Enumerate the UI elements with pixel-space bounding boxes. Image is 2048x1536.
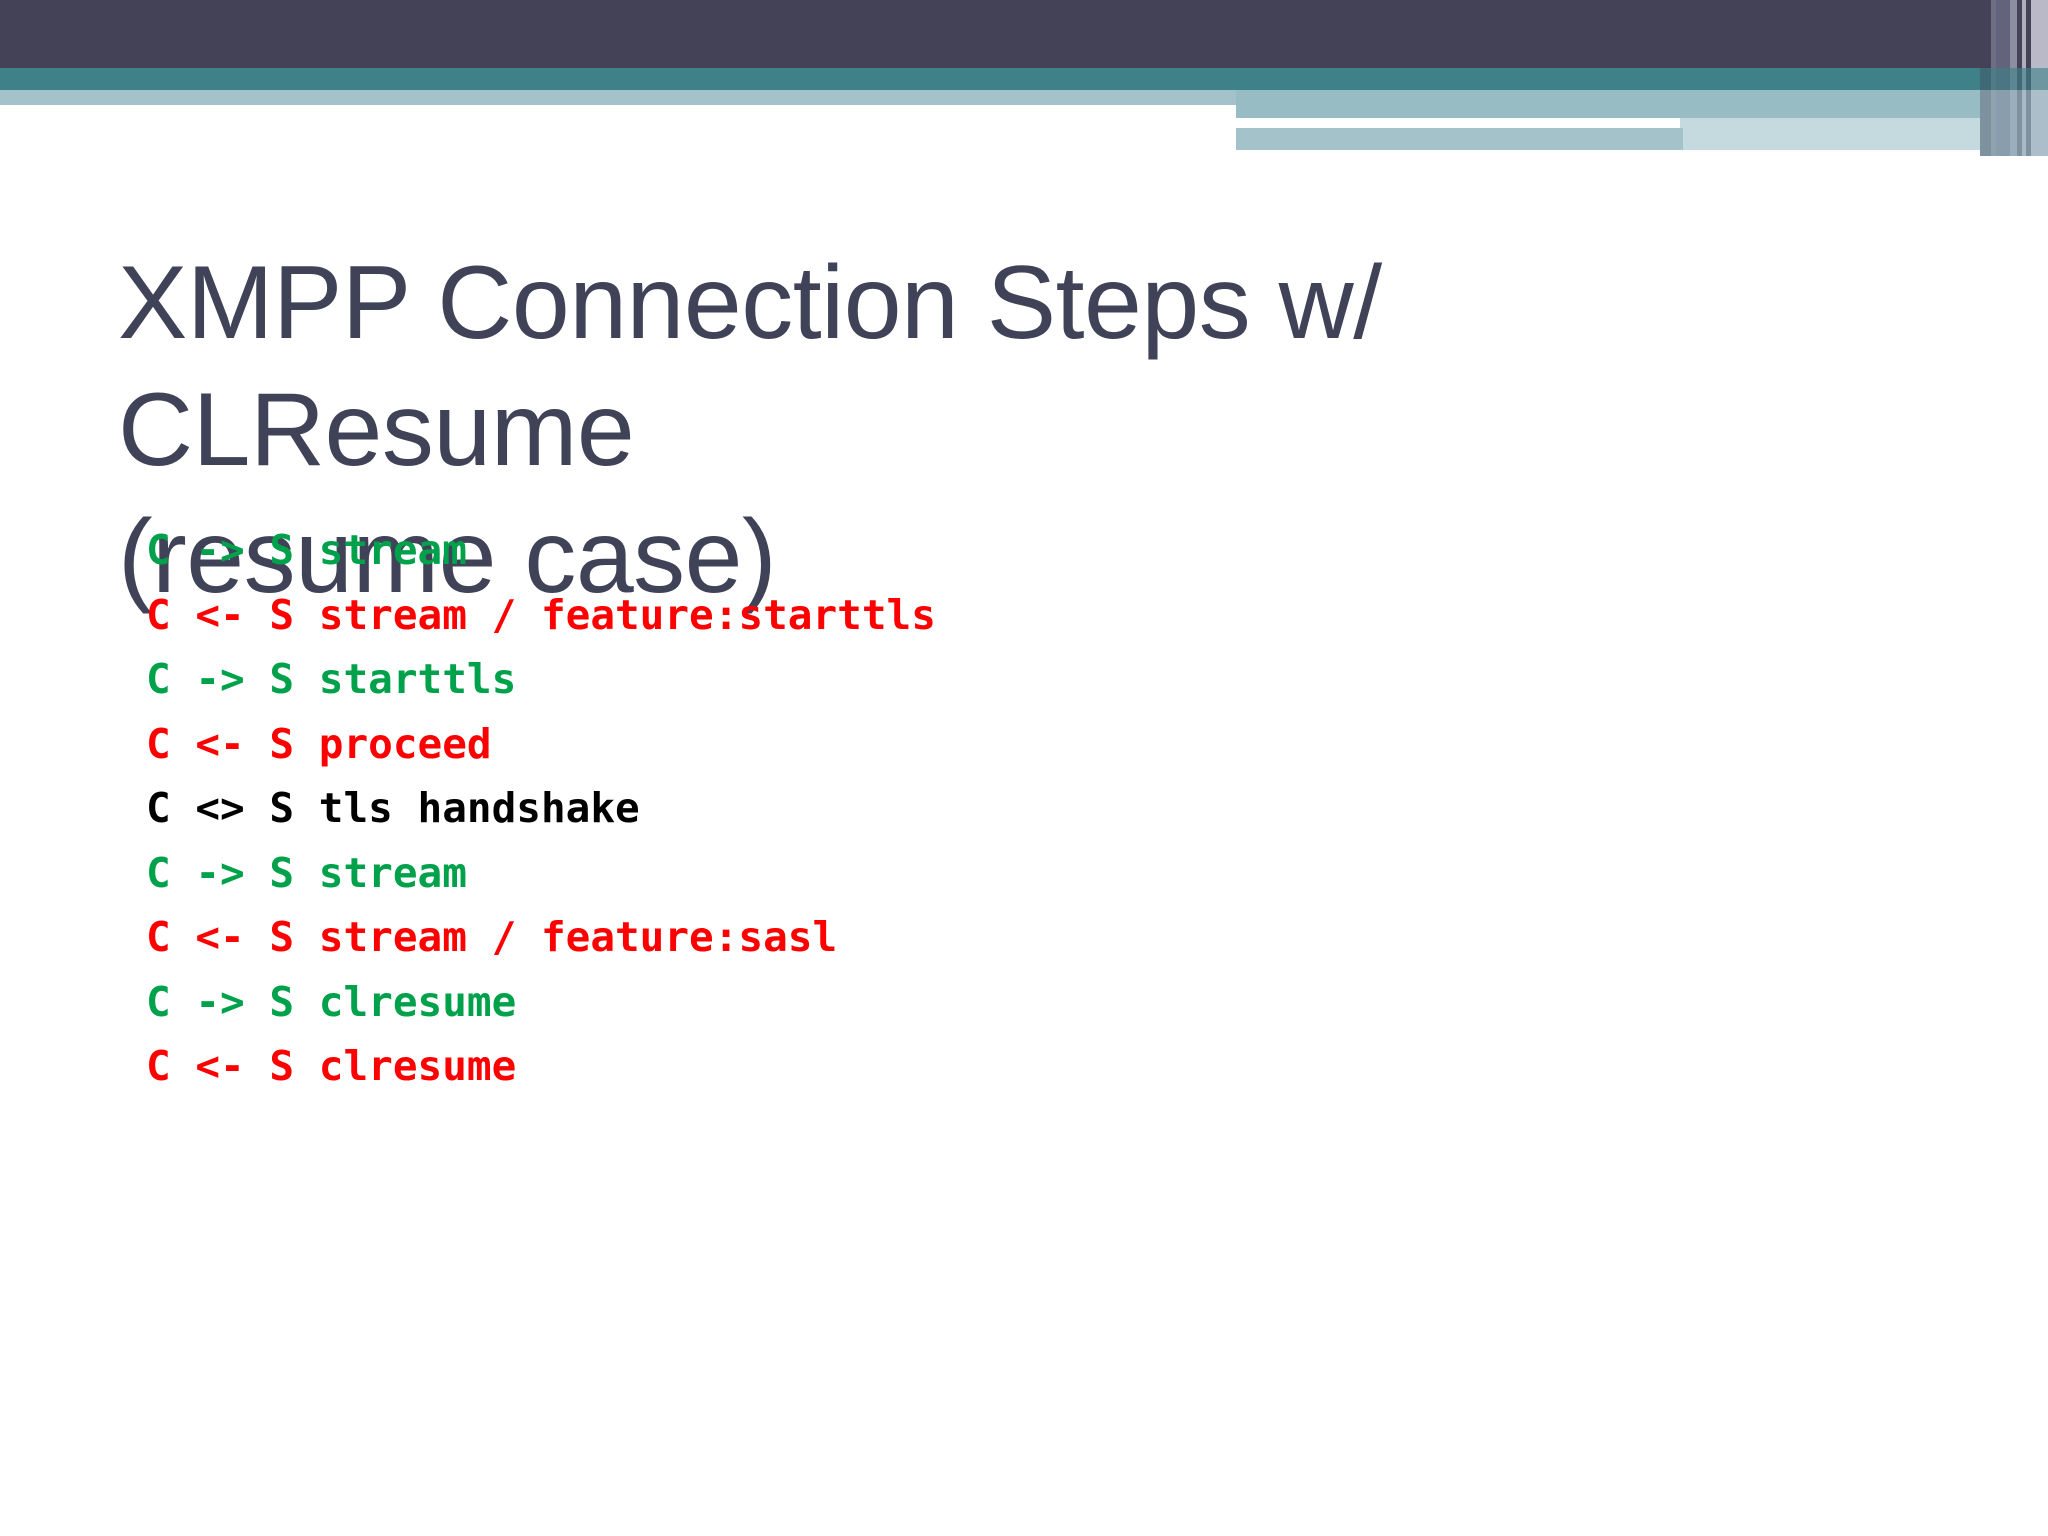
- protocol-exchange-list: C -> S stream C <- S stream / feature:sta…: [146, 518, 1846, 1099]
- banner-stair-bar-1: [1236, 90, 2048, 118]
- protocol-exchange-line: C <- S clresume: [146, 1042, 517, 1090]
- protocol-exchange-line: C <- S stream / feature:starttls: [146, 590, 936, 639]
- banner-edge-stripe-band-overlay: [1980, 90, 2048, 156]
- banner-edge-stripe-band-overlay: [1980, 68, 2048, 90]
- banner-stair-bar-2: [1680, 118, 2048, 128]
- protocol-exchange-line: C -> S clresume: [146, 977, 517, 1026]
- protocol-exchange-line: C -> S starttls: [146, 655, 517, 703]
- protocol-exchange-line: C <- S stream / feature:sasl: [146, 913, 838, 961]
- banner-stair-gap-1: [1236, 118, 2048, 128]
- banner-light-band: [0, 90, 1236, 105]
- protocol-exchange-line: C -> S stream: [146, 526, 467, 574]
- protocol-exchange-line: C <- S proceed: [146, 719, 492, 768]
- banner-edge-stripes: [1980, 0, 2048, 156]
- protocol-exchange-line: C -> S stream: [146, 848, 467, 897]
- protocol-exchange-line: C <> S tls handshake: [146, 784, 640, 832]
- slide-title: XMPP Connection Steps w/ CLResume (resum…: [118, 245, 1382, 615]
- banner-stair-notch: [1683, 128, 2048, 150]
- banner-navy-band: [0, 0, 2048, 68]
- banner-teal-band: [0, 68, 2048, 90]
